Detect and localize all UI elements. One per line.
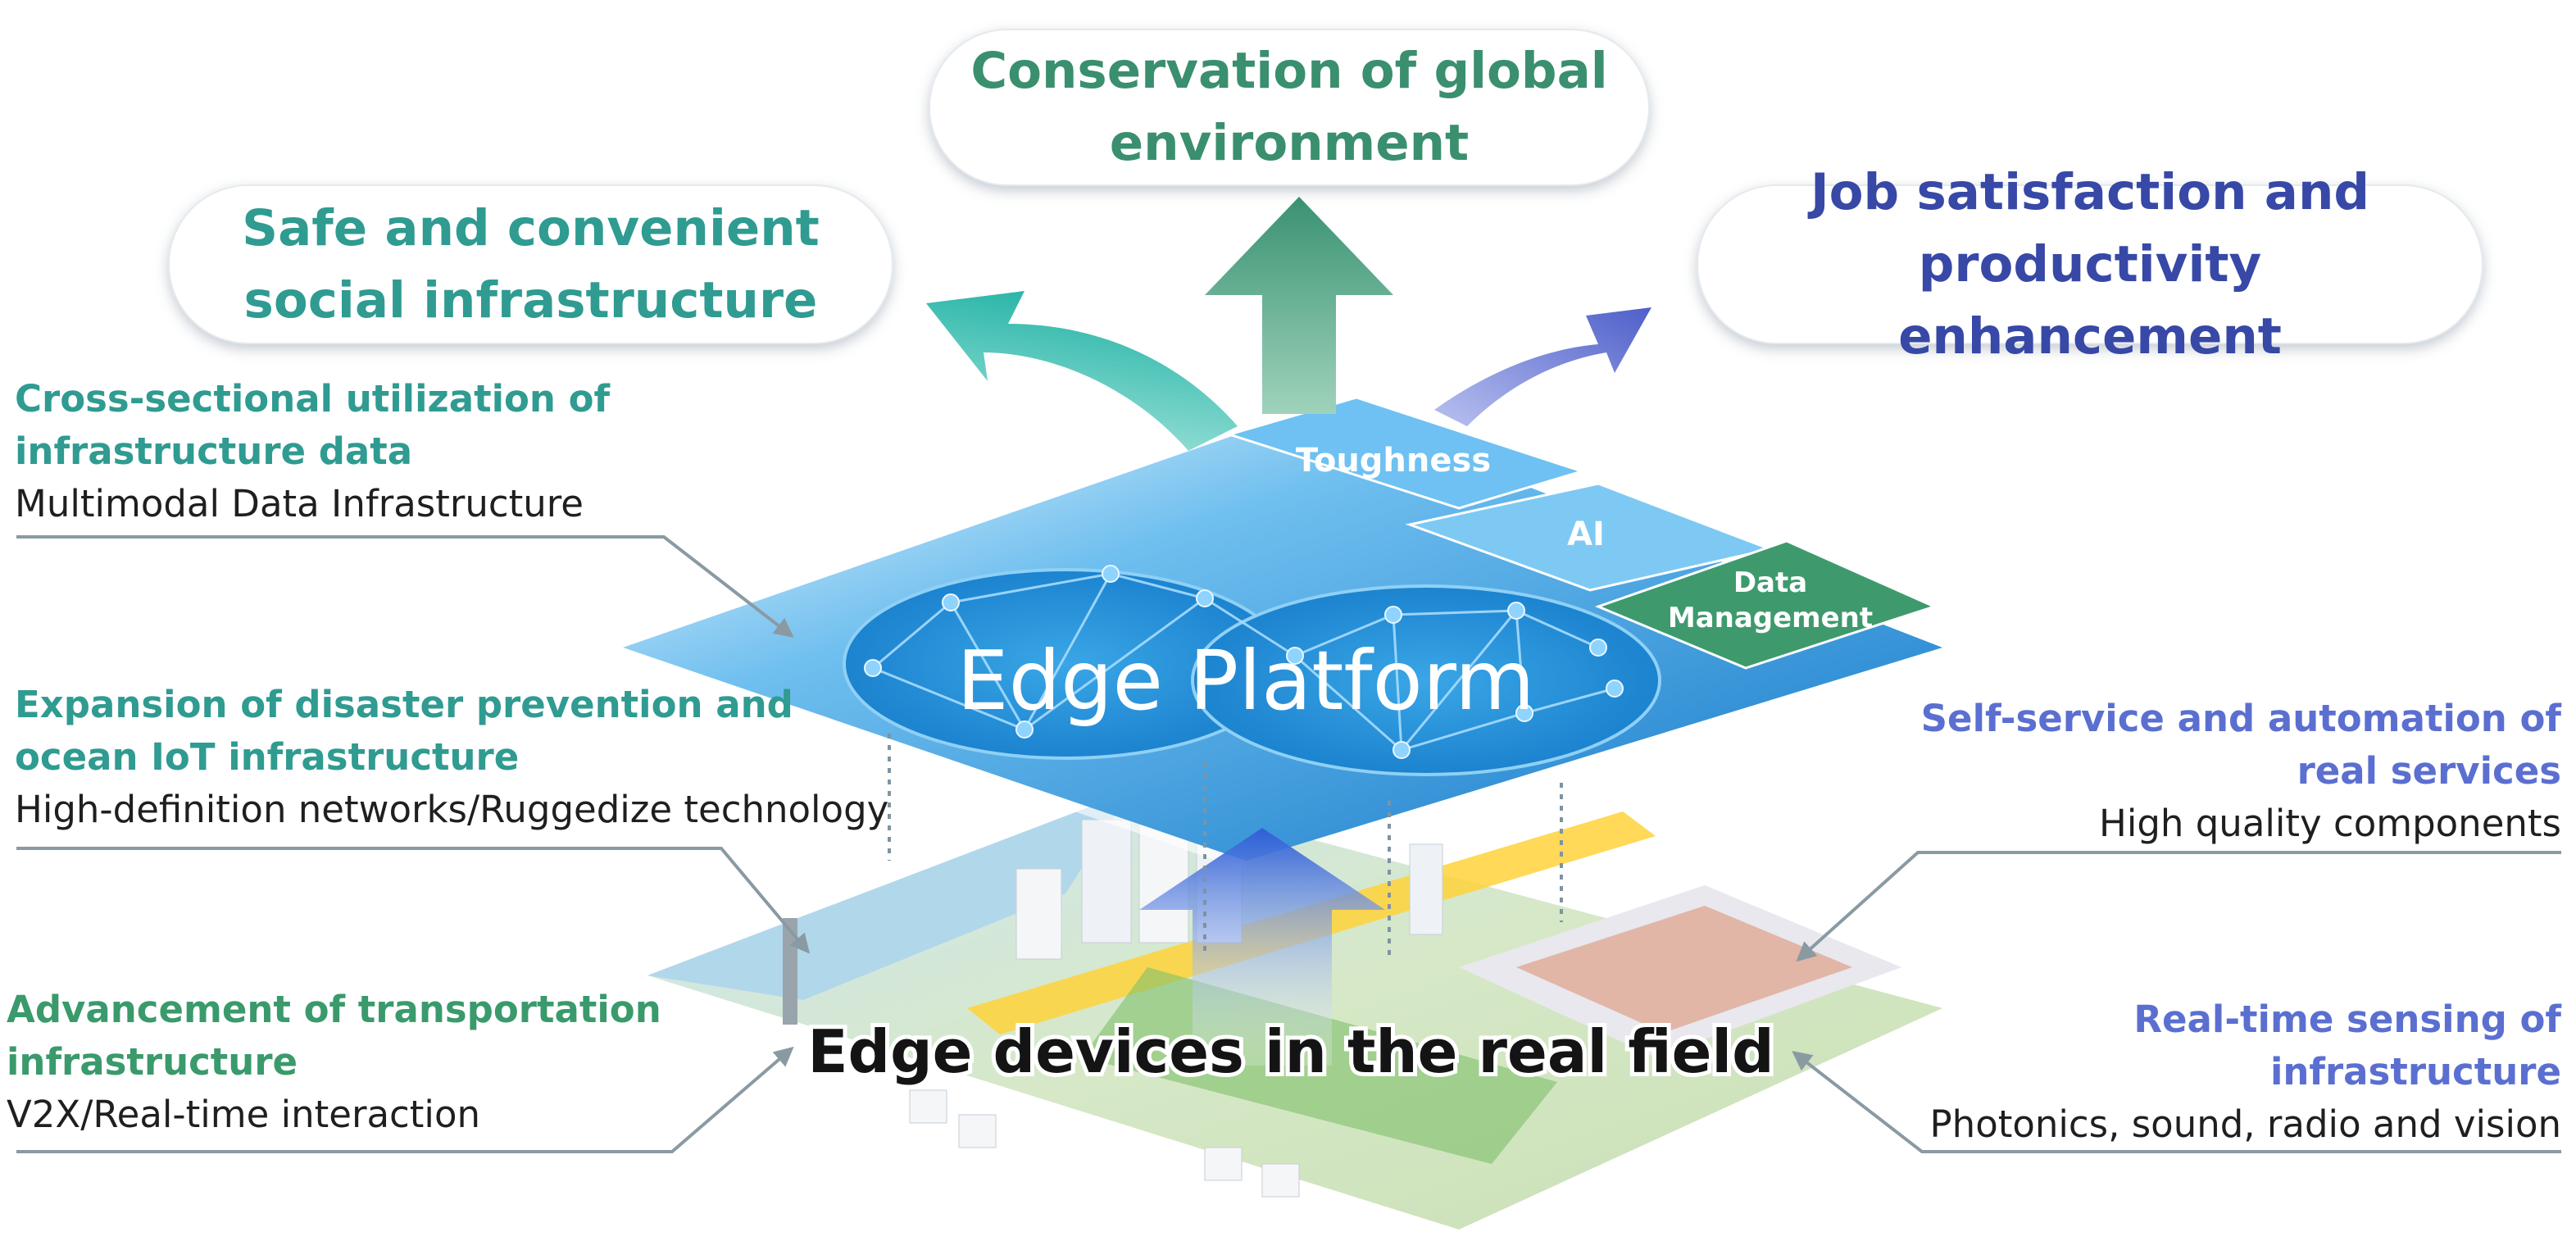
goal-center-line2: environment [1109,114,1470,172]
goal-global-environment: Conservation of global environment [929,29,1650,186]
label-real-time-sensing-sub: Photonics, sound, radio and vision [1929,1102,2561,1146]
goal-safe-social-infrastructure: Safe and convenient social infrastructur… [168,184,893,344]
label-disaster-prevention-heading2: ocean IoT infrastructure [15,735,520,779]
label-cross-sectional: Cross-sectional utilization of infrastru… [15,373,610,530]
label-cross-sectional-heading2: infrastructure data [15,430,413,473]
edge-platform-title: Edge Platform [956,633,1534,729]
label-cross-sectional-heading1: Cross-sectional utilization of [15,377,611,420]
edge-platform-slab [623,396,1942,871]
tile-data-label-line2: Management [1668,602,1873,634]
goal-right-line2: productivity enhancement [1898,234,2282,366]
goal-center-line1: Conservation of global [970,42,1608,100]
label-self-service: Self-service and automation of real serv… [1921,693,2561,850]
tile-data-label-line1: Data [1733,566,1807,599]
tile-toughness-label: Toughness [1296,442,1491,480]
goal-job-satisfaction: Job satisfaction and productivity enhanc… [1697,163,2483,366]
arrow-job-satisfaction [1434,307,1651,426]
label-transportation-heading1: Advancement of transportation [7,988,661,1031]
edge-devices-title: Edge devices in the real field [807,1017,1774,1086]
label-transportation-heading2: infrastructure [7,1040,298,1084]
label-transportation: Advancement of transportation infrastruc… [7,984,661,1141]
goal-left-line1: Safe and convenient [242,198,820,257]
upward-arrow [1139,828,1385,1066]
goal-left-line2: social infrastructure [243,270,818,330]
label-self-service-heading1: Self-service and automation of [1920,697,2561,740]
goal-right-line1: Job satisfaction and [1810,162,2370,221]
label-self-service-sub: High quality components [2099,802,2561,845]
label-real-time-sensing-heading2: infrastructure [2269,1050,2561,1093]
label-real-time-sensing: Real-time sensing of infrastructure Phot… [1930,993,2561,1151]
label-disaster-prevention-heading1: Expansion of disaster prevention and [15,683,793,726]
label-self-service-heading2: real services [2297,749,2561,793]
arrow-global-environment [1205,197,1393,414]
tile-ai-label: AI [1567,516,1605,553]
tile-data-management [1594,539,1938,670]
label-disaster-prevention-sub: High-definition networks/Ruggedize techn… [15,788,889,831]
arrow-safe-social-infrastructure [926,291,1238,451]
label-cross-sectional-sub: Multimodal Data Infrastructure [15,482,584,525]
label-real-time-sensing-heading1: Real-time sensing of [2133,998,2561,1041]
label-transportation-sub: V2X/Real-time interaction [7,1093,480,1136]
label-disaster-prevention: Expansion of disaster prevention and oce… [15,679,888,836]
